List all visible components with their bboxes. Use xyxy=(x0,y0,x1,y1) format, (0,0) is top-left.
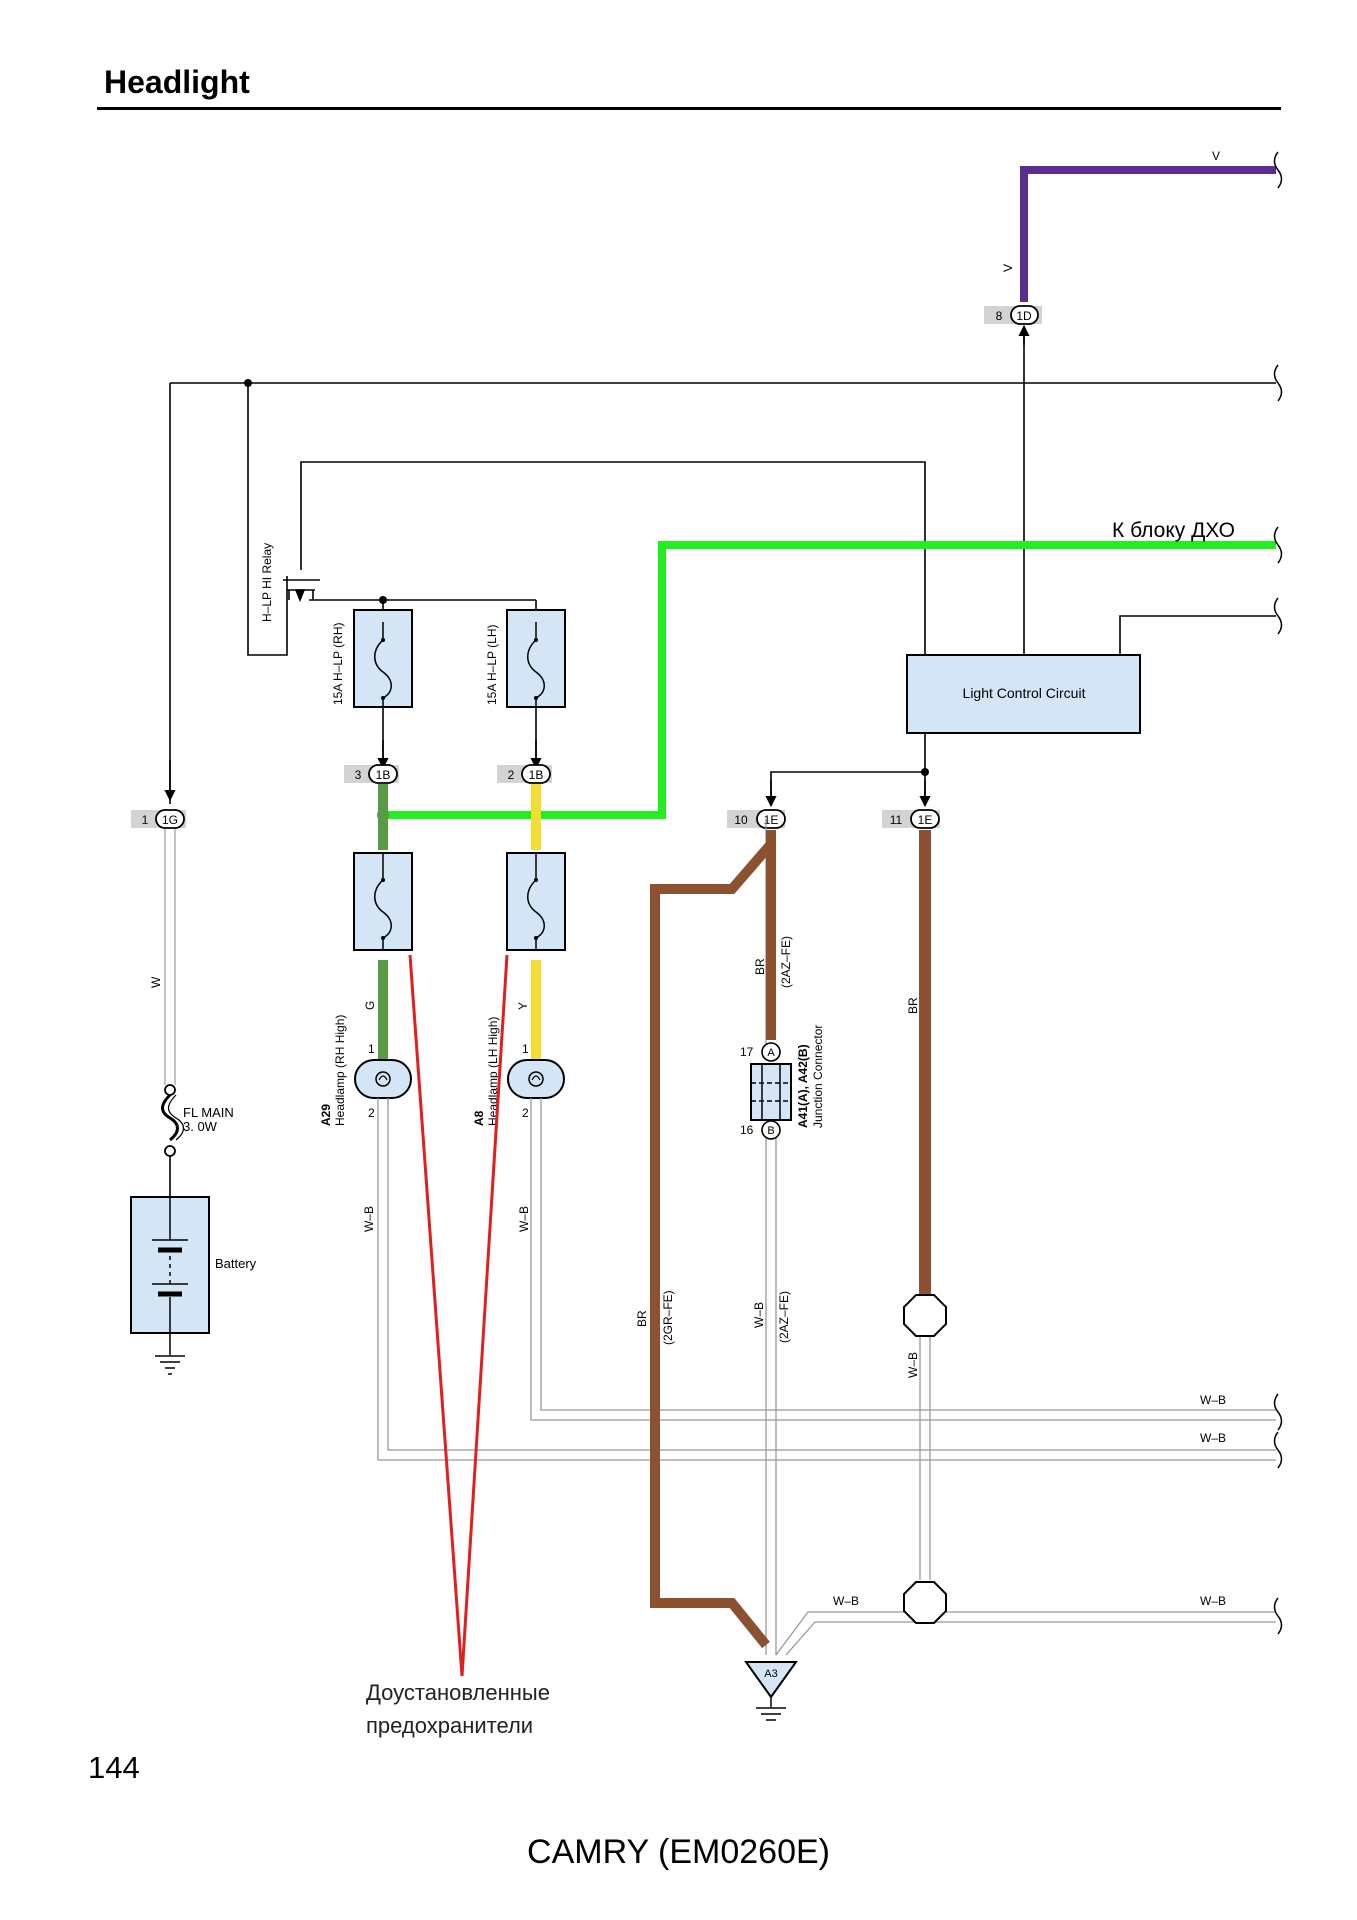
annotation-line-2: предохранители xyxy=(366,1713,534,1738)
added-fuses-annotation: Доустановленные предохранители xyxy=(366,1676,550,1742)
connector-1e-10: 1E 10 xyxy=(727,809,786,829)
splice-octagon-upper xyxy=(903,1294,947,1337)
a29-p1: 1 xyxy=(368,1042,375,1056)
ground-a3: A3 xyxy=(744,1661,798,1721)
light-control-circuit-box xyxy=(906,654,1141,734)
wb-label-right-1: W–B xyxy=(1200,1393,1226,1407)
wire-label-v-top: V xyxy=(1212,149,1220,163)
jc-code: A41(A), A42(B) xyxy=(796,1044,810,1128)
title-rule xyxy=(97,107,1281,110)
a8-code: A8 xyxy=(472,1110,486,1126)
page-number: 144 xyxy=(88,1750,140,1785)
fuse-15a-lh xyxy=(506,609,566,708)
svg-text:3: 3 xyxy=(355,768,362,782)
violet-wire xyxy=(1020,166,1276,302)
relay-symbol xyxy=(283,579,320,603)
headlamp-lh xyxy=(507,1059,565,1099)
fuse-rh-label: 15A H–LP (RH) xyxy=(331,623,345,705)
added-fuse-leader-lines xyxy=(408,954,509,1677)
fl-main-label-2: 3. 0W xyxy=(183,1119,218,1134)
annotation-line-1: Доустановленные xyxy=(366,1680,550,1705)
w-wire xyxy=(164,829,176,1085)
fuse-lh-label: 15A H–LP (LH) xyxy=(485,625,499,706)
drl-green-wire xyxy=(383,541,1276,819)
battery-symbol xyxy=(152,1197,188,1355)
a8-name: Headlamp (LH High) xyxy=(486,1017,500,1126)
wb-label-11: W–B xyxy=(906,1352,920,1378)
splice-octagon-lower xyxy=(903,1581,947,1624)
wb-label-jc: W–B xyxy=(752,1302,766,1328)
added-fuse-rh xyxy=(353,852,413,951)
jc-pin-17: 17 xyxy=(740,1045,754,1059)
junction-connector: A B xyxy=(750,1042,792,1140)
headlamp-rh xyxy=(354,1059,412,1099)
wire-break-marks xyxy=(1273,151,1283,1635)
svg-text:8: 8 xyxy=(996,309,1003,323)
wire-label-y: Y xyxy=(516,1002,530,1010)
wb-label-lh: W–B xyxy=(517,1206,531,1232)
battery-label: Battery xyxy=(215,1256,257,1271)
page-footer: CAMRY (EM0260E) xyxy=(527,1833,830,1871)
relay-label: H–LP HI Relay xyxy=(260,543,274,622)
a29-code: A29 xyxy=(319,1104,333,1126)
wire-label-g: G xyxy=(363,1001,377,1010)
added-fuse-lh xyxy=(506,852,566,951)
a8-p1: 1 xyxy=(522,1042,529,1056)
connector-1g: 1G 1 xyxy=(131,809,186,829)
connector-1b-lh: 1B 2 xyxy=(497,764,552,784)
connector-1e-11: 1E 11 xyxy=(882,809,940,829)
svg-text:A3: A3 xyxy=(764,1668,777,1680)
svg-text:11: 11 xyxy=(890,813,903,827)
svg-text:2: 2 xyxy=(508,768,515,782)
svg-text:1: 1 xyxy=(142,813,149,827)
svg-text:1G: 1G xyxy=(162,813,178,827)
svg-text:1E: 1E xyxy=(764,813,779,827)
connector-arrows xyxy=(164,324,1030,808)
fl-main-fusible-link xyxy=(161,1084,185,1157)
wb-label-right-3: W–B xyxy=(1200,1594,1226,1608)
battery-ground-icon xyxy=(155,1355,185,1375)
svg-text:1D: 1D xyxy=(1016,309,1032,323)
jc-name: Junction Connector xyxy=(811,1025,825,1128)
page-title: Headlight xyxy=(104,64,250,100)
drl-label: К блоку ДХО xyxy=(1112,519,1235,542)
a29-p2: 2 xyxy=(368,1106,375,1120)
wb-wires xyxy=(377,819,1276,1656)
fl-main-label-1: FL MAIN xyxy=(183,1105,234,1120)
light-control-circuit-label: Light Control Circuit xyxy=(963,685,1086,701)
br-label-2az-engine: (2AZ–FE) xyxy=(779,936,793,988)
br-label-11: BR xyxy=(906,997,920,1014)
svg-text:1E: 1E xyxy=(918,813,933,827)
br-label-2gr: BR xyxy=(635,1310,649,1327)
br-label-2gr-engine: (2GR–FE) xyxy=(661,1290,675,1345)
svg-text:1B: 1B xyxy=(529,768,544,782)
wire-label-w: W xyxy=(149,976,163,988)
wb-label-rh: W–B xyxy=(362,1206,376,1232)
junction-dots xyxy=(244,379,929,776)
svg-text:B: B xyxy=(767,1125,774,1137)
connector-1d: 1D 8 xyxy=(984,305,1042,325)
connector-1b-rh: 1B 3 xyxy=(344,764,399,784)
fuse-15a-rh xyxy=(353,609,413,708)
wb-label-right-2: W–B xyxy=(1200,1431,1226,1445)
wb-label-mid: W–B xyxy=(833,1594,859,1608)
br-label-2az: BR xyxy=(753,958,767,975)
a8-p2: 2 xyxy=(522,1106,529,1120)
wire-label-v-side: V xyxy=(1001,264,1015,272)
wb-label-jc-engine: (2AZ–FE) xyxy=(777,1291,791,1343)
svg-text:A: A xyxy=(767,1047,775,1059)
svg-text:10: 10 xyxy=(734,813,748,827)
a29-name: Headlamp (RH High) xyxy=(333,1015,347,1126)
br-wire-2gr xyxy=(650,830,776,1649)
svg-text:1B: 1B xyxy=(376,768,391,782)
jc-pin-16: 16 xyxy=(740,1123,754,1137)
